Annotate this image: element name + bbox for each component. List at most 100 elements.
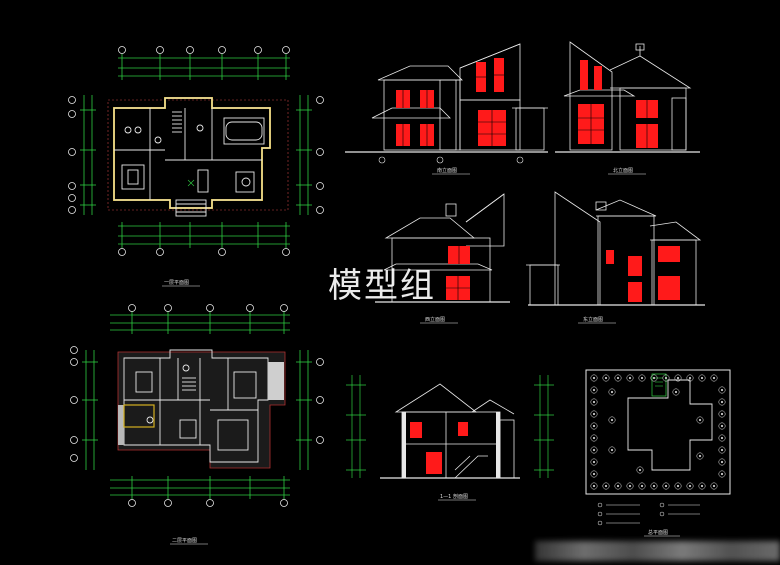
tree-center xyxy=(720,412,724,416)
tree-center xyxy=(700,376,704,380)
watermark-text: 模型组 xyxy=(328,266,436,306)
tree-symbol xyxy=(638,374,646,382)
west-elevation xyxy=(375,193,510,303)
tree-center xyxy=(592,424,596,428)
tree-center xyxy=(688,376,692,380)
tree-symbol xyxy=(590,434,598,442)
tree-center xyxy=(616,484,620,488)
tree-center xyxy=(664,376,668,380)
tree-symbol xyxy=(696,452,704,460)
tree-center xyxy=(592,388,596,392)
tree-symbol xyxy=(674,374,682,382)
tree-center xyxy=(720,424,724,428)
tree-symbol xyxy=(590,482,598,490)
tree-symbol xyxy=(650,482,658,490)
tree-symbol xyxy=(590,422,598,430)
tree-center xyxy=(610,390,614,394)
tree-center xyxy=(688,484,692,488)
south-elevation-label: 南立面图 xyxy=(437,168,458,174)
tree-center xyxy=(592,460,596,464)
tree-center xyxy=(720,400,724,404)
tree-center xyxy=(592,376,596,380)
tree-center xyxy=(610,418,614,422)
tree-symbol xyxy=(590,470,598,478)
tree-center xyxy=(676,376,680,380)
tree-symbol xyxy=(696,416,704,424)
blurred-credit-bar xyxy=(535,541,780,561)
tree-center xyxy=(638,468,642,472)
tree-center xyxy=(652,376,656,380)
tree-symbol xyxy=(602,374,610,382)
tree-symbol xyxy=(590,446,598,454)
tree-symbol xyxy=(602,482,610,490)
tree-symbol xyxy=(662,482,670,490)
tree-center xyxy=(720,388,724,392)
section-1-1 xyxy=(346,375,554,479)
tree-symbol xyxy=(590,410,598,418)
site-plan xyxy=(585,369,731,526)
tree-center xyxy=(640,376,644,380)
tree-center xyxy=(592,448,596,452)
tree-center xyxy=(592,472,596,476)
tree-center xyxy=(712,484,716,488)
tree-center xyxy=(628,376,632,380)
tree-symbol xyxy=(636,466,644,474)
tree-center xyxy=(698,454,702,458)
tree-center xyxy=(652,484,656,488)
tree-symbol xyxy=(718,470,726,478)
second-floor-plan-label: 二层平面图 xyxy=(172,538,198,544)
tree-symbol xyxy=(718,434,726,442)
tree-symbol xyxy=(686,482,694,490)
east-elevation-label: 东立面图 xyxy=(583,317,604,323)
tree-center xyxy=(664,484,668,488)
second-floor-plan xyxy=(70,304,324,507)
tree-center xyxy=(592,412,596,416)
south-elevation xyxy=(345,43,548,164)
east-elevation xyxy=(526,191,705,306)
tree-symbol xyxy=(674,482,682,490)
tree-symbol xyxy=(614,482,622,490)
tree-center xyxy=(720,460,724,464)
tree-symbol xyxy=(662,374,670,382)
tree-symbol xyxy=(650,374,658,382)
tree-symbol xyxy=(718,446,726,454)
tree-symbol xyxy=(626,482,634,490)
tree-symbol xyxy=(718,458,726,466)
tree-symbol xyxy=(718,398,726,406)
north-elevation-label: 北立面图 xyxy=(613,168,634,174)
tree-center xyxy=(592,400,596,404)
tree-symbol xyxy=(710,374,718,382)
tree-symbol xyxy=(590,398,598,406)
tree-symbol xyxy=(710,482,718,490)
tree-center xyxy=(712,376,716,380)
tree-symbol xyxy=(718,422,726,430)
tree-symbol xyxy=(698,374,706,382)
tree-center xyxy=(592,484,596,488)
tree-center xyxy=(720,448,724,452)
tree-symbol xyxy=(590,386,598,394)
tree-center xyxy=(640,484,644,488)
tree-center xyxy=(698,418,702,422)
tree-center xyxy=(700,484,704,488)
tree-symbol xyxy=(626,374,634,382)
tree-symbol xyxy=(686,374,694,382)
tree-symbol xyxy=(638,482,646,490)
site-plan-label: 总平面图 xyxy=(648,530,669,536)
tree-symbol xyxy=(608,416,616,424)
ground-floor-plan xyxy=(68,46,324,256)
tree-symbol xyxy=(590,458,598,466)
tree-symbol xyxy=(608,388,616,396)
tree-center xyxy=(676,484,680,488)
tree-center xyxy=(616,376,620,380)
tree-center xyxy=(720,436,724,440)
west-elevation-label: 西立面图 xyxy=(425,317,446,323)
tree-center xyxy=(610,448,614,452)
tree-center xyxy=(720,472,724,476)
tree-symbol xyxy=(698,482,706,490)
tree-symbol xyxy=(718,410,726,418)
ground-floor-plan-label: 一层平面图 xyxy=(164,280,190,286)
tree-center xyxy=(628,484,632,488)
tree-symbol xyxy=(614,374,622,382)
section-label: 1—1 剖面图 xyxy=(440,494,468,500)
